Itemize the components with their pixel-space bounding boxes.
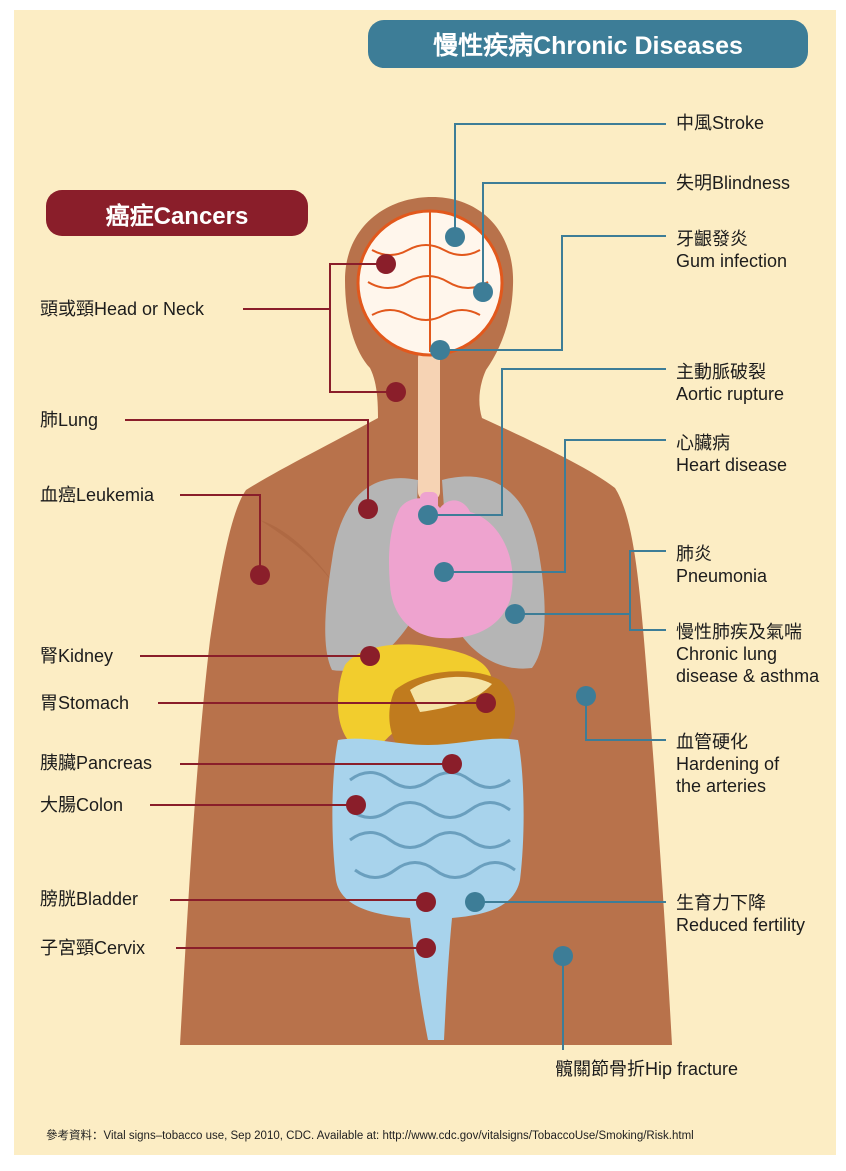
- dot-heart: [434, 562, 454, 582]
- source-citation: 參考資料：Vital signs–tobacco use, Sep 2010, …: [46, 1127, 694, 1143]
- label-copd-zh: 慢性肺疾及氣喘: [676, 621, 819, 643]
- dot-colon: [346, 795, 366, 815]
- label-heart-zh: 心臟病: [676, 432, 787, 454]
- dot-lung: [358, 499, 378, 519]
- dot-aortic: [418, 505, 438, 525]
- label-gum-zh: 牙齦發炎: [676, 228, 787, 250]
- dot-hip: [553, 946, 573, 966]
- label-pneumonia: 肺炎 Pneumonia: [676, 543, 767, 587]
- label-reduced-fertility: 生育力下降 Reduced fertility: [676, 892, 805, 936]
- dot-cervix: [416, 938, 436, 958]
- label-aortic-rupture: 主動脈破裂 Aortic rupture: [676, 361, 784, 405]
- label-colon: 大腸Colon: [40, 794, 123, 816]
- label-hip-fracture: 髖關節骨折Hip fracture: [555, 1058, 738, 1080]
- label-arteries-zh: 血管硬化: [676, 731, 779, 753]
- dot-stroke: [445, 227, 465, 247]
- cancers-banner: 癌症Cancers: [46, 190, 308, 236]
- label-head-neck: 頭或頸Head or Neck: [40, 298, 204, 320]
- label-stroke: 中風Stroke: [676, 112, 764, 134]
- dot-pancreas: [442, 754, 462, 774]
- dot-lung-chronic: [505, 604, 525, 624]
- label-lung: 肺Lung: [40, 409, 98, 431]
- label-stomach: 胃Stomach: [40, 692, 129, 714]
- trachea: [418, 350, 440, 500]
- label-pneumonia-zh: 肺炎: [676, 543, 767, 565]
- label-fertility-zh: 生育力下降: [676, 892, 805, 914]
- label-arteries-en-2: the arteries: [676, 775, 779, 797]
- label-copd-en-2: disease & asthma: [676, 665, 819, 687]
- label-cervix: 子宮頸Cervix: [40, 937, 145, 959]
- label-blindness: 失明Blindness: [676, 172, 790, 194]
- dot-blindness: [473, 282, 493, 302]
- label-kidney: 腎Kidney: [40, 645, 113, 667]
- dot-stomach: [476, 693, 496, 713]
- label-hardening-arteries: 血管硬化 Hardening of the arteries: [676, 731, 779, 797]
- label-aortic-en: Aortic rupture: [676, 383, 784, 405]
- label-arteries-en-1: Hardening of: [676, 753, 779, 775]
- label-pneumonia-en: Pneumonia: [676, 565, 767, 587]
- dot-arteries: [576, 686, 596, 706]
- label-heart-disease: 心臟病 Heart disease: [676, 432, 787, 476]
- label-pancreas: 胰臟Pancreas: [40, 752, 152, 774]
- dot-gum: [430, 340, 450, 360]
- dot-head-neck-a: [376, 254, 396, 274]
- label-heart-en: Heart disease: [676, 454, 787, 476]
- label-fertility-en: Reduced fertility: [676, 914, 805, 936]
- dot-leukemia: [250, 565, 270, 585]
- chronic-diseases-banner: 慢性疾病Chronic Diseases: [368, 20, 808, 68]
- dot-fertility: [465, 892, 485, 912]
- label-bladder: 膀胱Bladder: [40, 888, 138, 910]
- label-chronic-lung-disease: 慢性肺疾及氣喘 Chronic lung disease & asthma: [676, 621, 819, 687]
- label-aortic-zh: 主動脈破裂: [676, 361, 784, 383]
- dot-kidney: [360, 646, 380, 666]
- label-gum-infection: 牙齦發炎 Gum infection: [676, 228, 787, 272]
- dot-head-neck-b: [386, 382, 406, 402]
- dot-bladder: [416, 892, 436, 912]
- label-copd-en-1: Chronic lung: [676, 643, 819, 665]
- label-gum-en: Gum infection: [676, 250, 787, 272]
- label-leukemia: 血癌Leukemia: [40, 484, 154, 506]
